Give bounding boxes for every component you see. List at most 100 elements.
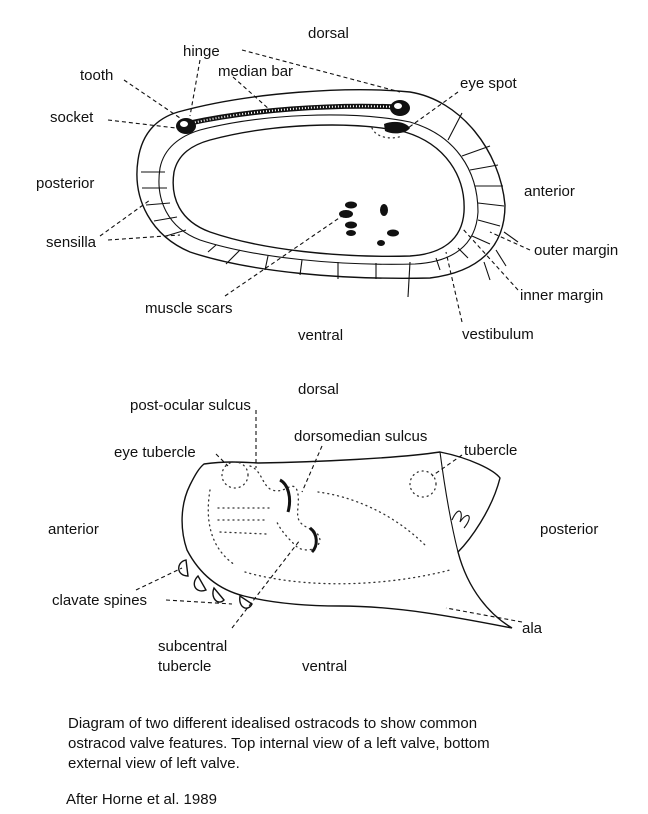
figure-credit: After Horne et al. 1989	[66, 791, 217, 808]
leader-line	[232, 76, 271, 111]
bottom-labels: dorsal post-ocular sulcus eye tubercle d…	[48, 381, 598, 675]
bottom-valve-drawing: dorsal post-ocular sulcus eye tubercle d…	[48, 381, 598, 675]
top-labels: dorsal hinge tooth median bar eye spot s…	[36, 25, 618, 344]
leader-line	[107, 119, 177, 129]
sensilla-canal	[483, 261, 491, 281]
leader-line	[445, 607, 523, 623]
label-eye-spot: eye spot	[460, 75, 518, 92]
clavate-spine	[239, 594, 253, 609]
leader-line	[407, 91, 459, 129]
caption-line: Diagram of two different idealised ostra…	[68, 715, 478, 732]
sensilla-canal	[461, 145, 491, 157]
clavate-spine	[193, 574, 208, 592]
caption-line: external view of left valve.	[68, 755, 240, 772]
label-median-bar: median bar	[218, 63, 293, 80]
ala-ridge	[439, 451, 459, 553]
sensilla-canal	[471, 235, 491, 245]
clavate-spines	[178, 559, 253, 609]
clavate-spine	[212, 586, 225, 603]
muscle-scars	[339, 201, 399, 246]
dorsomedian-contour	[317, 491, 427, 547]
sensilla-canal	[477, 219, 501, 227]
leader-line	[215, 453, 229, 467]
socket-highlight	[180, 121, 188, 127]
leader-line	[231, 539, 301, 629]
muscle-scar	[345, 201, 357, 209]
sensilla-canal	[457, 247, 469, 259]
sensilla-canal	[225, 249, 241, 265]
muscle-scar	[346, 230, 356, 236]
label-subcentral-line2: tubercle	[158, 658, 211, 675]
sensilla-canal	[503, 231, 519, 243]
ostracod-diagram: dorsal hinge tooth median bar eye spot s…	[36, 25, 618, 675]
leader-line	[224, 213, 346, 297]
leader-line	[107, 234, 181, 241]
figure-caption: Diagram of two different idealised ostra…	[68, 714, 588, 774]
leader-line	[431, 454, 463, 477]
bottom-valve-outline	[181, 451, 513, 629]
label-anterior-bottom: anterior	[48, 521, 99, 538]
sensilla-canal	[153, 216, 178, 222]
leader-line	[135, 567, 183, 591]
eye-tubercle	[221, 461, 249, 489]
label-eye-tubercle: eye tubercle	[114, 444, 196, 461]
leader-line	[301, 445, 323, 493]
leader-line	[445, 251, 463, 323]
sensilla-canal	[447, 112, 463, 141]
label-tooth: tooth	[80, 67, 113, 84]
leader-line	[189, 59, 201, 117]
leader-line	[123, 79, 181, 119]
ventral-contour	[244, 569, 451, 585]
bottom-leader-lines	[135, 410, 523, 629]
tubercle	[409, 470, 437, 498]
sensilla-canal	[207, 244, 217, 253]
label-ventral-top: ventral	[298, 327, 343, 344]
label-anterior-top: anterior	[524, 183, 575, 200]
sensilla-canal	[477, 202, 505, 207]
label-ventral-bottom: ventral	[302, 658, 347, 675]
clavate-spine	[178, 559, 189, 577]
label-inner-margin: inner margin	[520, 287, 603, 304]
top-valve-inner-margin	[158, 114, 479, 265]
sensilla-canal	[435, 257, 441, 271]
muscle-scar	[387, 229, 399, 237]
muscle-scar	[380, 204, 388, 216]
top-leader-lines	[99, 49, 531, 323]
sensilla-canal	[469, 164, 499, 171]
sensilla	[141, 112, 519, 298]
sensilla-canal	[145, 202, 171, 206]
label-muscle-scars: muscle scars	[145, 300, 233, 317]
leader-line	[99, 199, 151, 237]
label-posterior-bottom: posterior	[540, 521, 598, 538]
label-outer-margin: outer margin	[534, 242, 618, 259]
muscle-scar	[377, 240, 385, 246]
leader-line	[241, 49, 401, 93]
muscle-scar	[345, 221, 357, 229]
eye-spot	[384, 121, 410, 134]
label-subcentral-line1: subcentral	[158, 638, 227, 655]
sulcus-shadow	[279, 478, 292, 513]
caption-line: ostracod valve features. Top internal vi…	[68, 735, 490, 752]
sensilla-canal	[407, 261, 411, 298]
ala-mark	[451, 510, 470, 529]
label-post-ocular-sulcus: post-ocular sulcus	[130, 397, 251, 414]
label-socket: socket	[50, 109, 94, 126]
label-dorsal-top: dorsal	[308, 25, 349, 42]
label-dorsomedian-sulcus: dorsomedian sulcus	[294, 428, 427, 445]
label-clavate-spines: clavate spines	[52, 592, 147, 609]
leader-line	[489, 231, 531, 251]
median-bar-ridges	[191, 105, 397, 124]
tooth-highlight	[394, 103, 402, 109]
label-vestibulum: vestibulum	[462, 326, 534, 343]
sensilla-canal	[299, 259, 303, 276]
label-hinge: hinge	[183, 43, 220, 60]
label-dorsal-bottom: dorsal	[298, 381, 339, 398]
post-ocular-sulcus	[249, 465, 321, 551]
label-posterior-top: posterior	[36, 175, 94, 192]
subcentral-shadow	[308, 526, 318, 554]
sensilla-canal	[495, 249, 507, 267]
eye-spot-stipple	[371, 127, 403, 139]
top-valve-drawing: dorsal hinge tooth median bar eye spot s…	[36, 25, 618, 344]
label-tubercle: tubercle	[464, 442, 517, 459]
label-ala: ala	[522, 620, 543, 637]
